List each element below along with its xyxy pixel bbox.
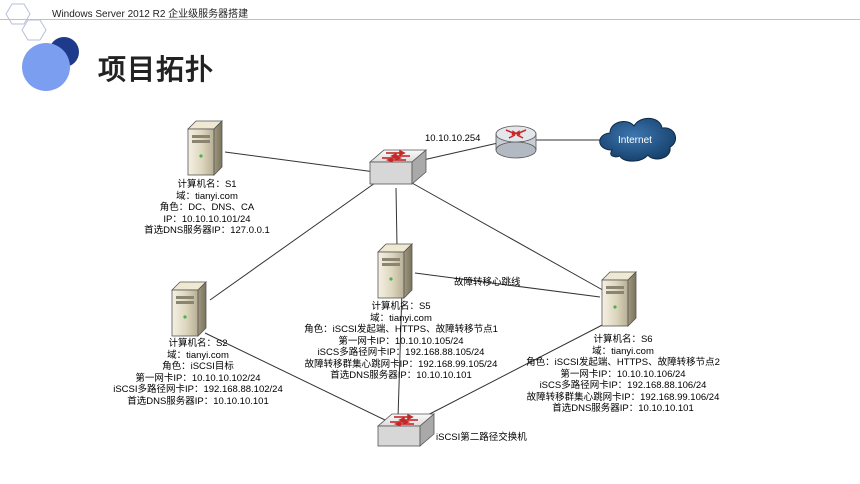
internet-label: Internet <box>618 135 652 146</box>
s5-line: iSCS多路径网卡IP：192.168.88.105/24 <box>317 347 485 358</box>
iscsi-switch-label: iSCSI第二路径交换机 <box>436 432 527 443</box>
s6-line: 域：tianyi.com <box>592 345 654 357</box>
server-s5-info: 计算机名：S5 域：tianyi.com 角色：iSCSI发起端、HTTPS、故… <box>296 301 506 382</box>
server-icon-s2 <box>171 281 207 337</box>
s1-line: 角色：DC、DNS、CA <box>159 202 255 213</box>
s6-line: 计算机名：S6 <box>593 334 653 345</box>
s5-line: 角色：iSCSI发起端、HTTPS、故障转移节点1 <box>304 324 498 335</box>
s2-line: 域：tianyi.com <box>167 349 229 361</box>
s6-line: 第一网卡IP：10.10.10.106/24 <box>560 368 686 380</box>
s5-line: 第一网卡IP：10.10.10.105/24 <box>338 335 464 347</box>
s2-line: 首选DNS服务器IP：10.10.10.101 <box>127 395 269 407</box>
header-hex-decoration <box>5 3 47 41</box>
s5-line: 首选DNS服务器IP：10.10.10.101 <box>330 370 472 381</box>
s2-line: iSCSI多路径网卡IP：192.168.88.102/24 <box>113 384 283 395</box>
s6-line: iSCS多路径网卡IP：192.168.88.106/24 <box>539 380 707 391</box>
internet-cloud-icon <box>599 117 677 162</box>
s6-line: 角色：iSCSI发起端、HTTPS、故障转移节点2 <box>526 357 720 368</box>
header-divider <box>0 19 860 20</box>
network-links <box>204 139 613 421</box>
router-ip-label: 10.10.10.254 <box>425 133 481 144</box>
server-s1-info: 计算机名：S1 域：tianyi.com 角色：DC、DNS、CA IP：10.… <box>139 179 275 237</box>
iscsi-switch-icon <box>376 413 436 447</box>
s5-line: 计算机名：S5 <box>371 301 431 312</box>
router-icon <box>495 125 537 159</box>
heartbeat-label: 故障转移心跳线 <box>454 277 521 288</box>
server-icon-s5 <box>377 243 413 299</box>
server-icon-s6 <box>601 271 637 327</box>
s1-line: 计算机名：S1 <box>177 179 237 190</box>
s1-line: 域：tianyi.com <box>176 190 238 202</box>
s1-line: 首选DNS服务器IP：127.0.0.1 <box>144 225 270 236</box>
s6-line: 故障转移群集心跳网卡IP：192.168.99.106/24 <box>526 391 720 403</box>
server-icon-s1 <box>187 120 223 176</box>
s5-line: 故障转移群集心跳网卡IP：192.168.99.105/24 <box>304 358 498 370</box>
s6-line: 首选DNS服务器IP：10.10.10.101 <box>552 403 694 414</box>
s2-line: 角色：iSCSI目标 <box>162 361 234 372</box>
s1-line: IP：10.10.10.101/24 <box>163 213 251 225</box>
server-s2-info: 计算机名：S2 域：tianyi.com 角色：iSCSI目标 第一网卡IP：1… <box>106 338 290 407</box>
s5-line: 域：tianyi.com <box>370 312 432 324</box>
core-switch-icon <box>368 149 428 185</box>
title-circle-light <box>22 43 70 91</box>
header-subtitle: Windows Server 2012 R2 企业级服务器搭建 <box>52 9 249 20</box>
server-s6-info: 计算机名：S6 域：tianyi.com 角色：iSCSI发起端、HTTPS、故… <box>518 334 728 415</box>
page-title: 项目拓扑 <box>98 54 215 85</box>
s2-line: 第一网卡IP：10.10.10.102/24 <box>135 372 261 384</box>
s2-line: 计算机名：S2 <box>168 338 228 349</box>
